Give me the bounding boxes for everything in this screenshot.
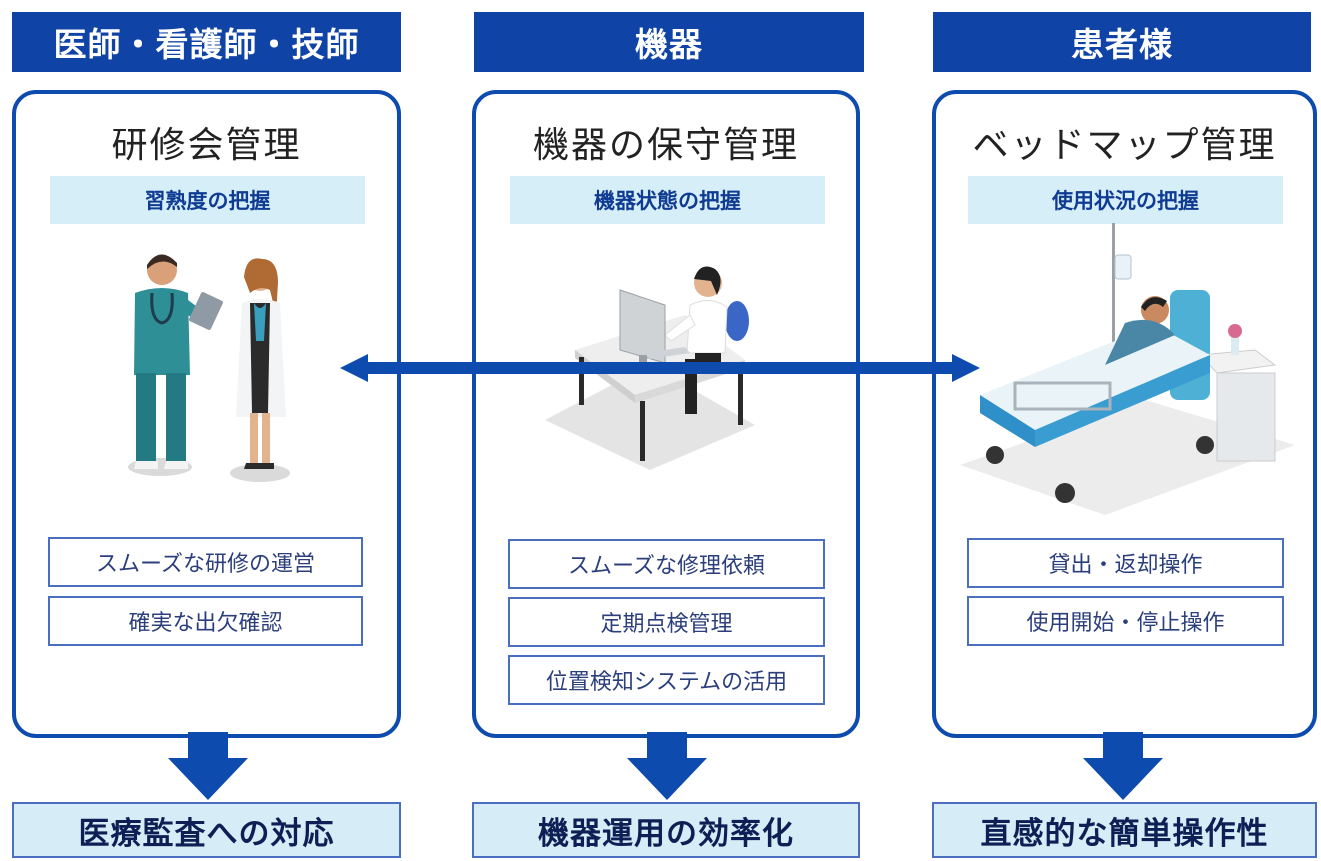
item-lend-return: 貸出・返却操作 <box>967 538 1284 588</box>
item-attendance-check: 確実な出欠確認 <box>48 596 363 646</box>
card-title-bedmap: ベッドマップ管理 <box>972 125 1277 166</box>
subtitle-equipment-status: 機器状態の把握 <box>510 176 825 224</box>
staff-at-computer-desk-illustration <box>545 266 755 470</box>
item-smooth-training: スムーズな研修の運営 <box>48 537 363 587</box>
patient-in-hospital-bed-illustration <box>960 223 1295 515</box>
subtitle-usage-status: 使用状況の把握 <box>968 176 1283 224</box>
card-title-maintenance: 機器の保守管理 <box>532 125 799 166</box>
item-start-stop-usage: 使用開始・停止操作 <box>967 596 1284 646</box>
result-equipment-efficiency: 機器運用の効率化 <box>472 802 860 858</box>
down-arrow-icon <box>168 732 248 800</box>
doctor-and-nurse-illustration <box>128 254 290 482</box>
result-medical-audit: 医療監査への対応 <box>12 802 401 858</box>
item-periodic-inspection: 定期点検管理 <box>508 597 825 647</box>
column-header-patient: 患者様 <box>933 12 1311 72</box>
column-header-equipment: 機器 <box>474 12 864 72</box>
item-location-detection: 位置検知システムの活用 <box>508 655 825 705</box>
item-smooth-repair-request: スムーズな修理依頼 <box>508 539 825 589</box>
down-arrow-icon <box>627 732 707 800</box>
down-arrow-icon <box>1083 732 1163 800</box>
result-intuitive-operation: 直感的な簡単操作性 <box>932 802 1317 858</box>
column-header-staff: 医師・看護師・技師 <box>12 12 401 72</box>
card-title-training: 研修会管理 <box>111 125 302 166</box>
double-headed-arrow <box>340 354 980 382</box>
subtitle-proficiency: 習熟度の把握 <box>50 176 365 224</box>
